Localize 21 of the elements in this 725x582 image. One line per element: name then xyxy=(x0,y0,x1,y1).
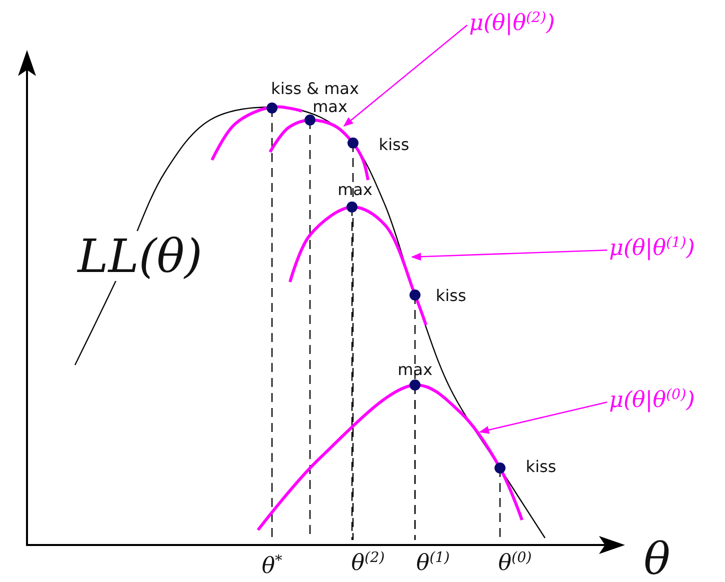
bound-curve xyxy=(268,118,370,180)
point-label: max xyxy=(338,182,372,198)
point-label: kiss xyxy=(378,137,410,153)
bound-curve xyxy=(256,384,524,531)
axis-tick-label: θ$^{*}$ xyxy=(262,556,282,578)
leader-arrow xyxy=(479,401,608,434)
leader-arrow xyxy=(411,249,608,261)
point-label: kiss xyxy=(436,288,466,304)
axis-tick-label: θ$^{(2)}$ xyxy=(351,553,385,575)
point-label: kiss xyxy=(526,459,556,475)
axis-label: θ xyxy=(644,538,670,582)
point-label: max xyxy=(398,362,432,378)
curve-label: μ(θ|θ$^{(0)}$) xyxy=(609,390,695,412)
point-label: max xyxy=(312,99,348,115)
point-label: kiss & max xyxy=(271,81,359,97)
curve-label: μ(θ|θ$^{(2)}$) xyxy=(469,13,555,35)
axis-tick-label: θ$^{(0)}$ xyxy=(498,553,532,575)
axis-tick-label: θ$^{(1)}$ xyxy=(416,553,450,575)
leader-arrow xyxy=(343,24,468,127)
curve-label: μ(θ|θ$^{(1)}$) xyxy=(609,238,695,260)
bound-curve xyxy=(288,206,428,326)
